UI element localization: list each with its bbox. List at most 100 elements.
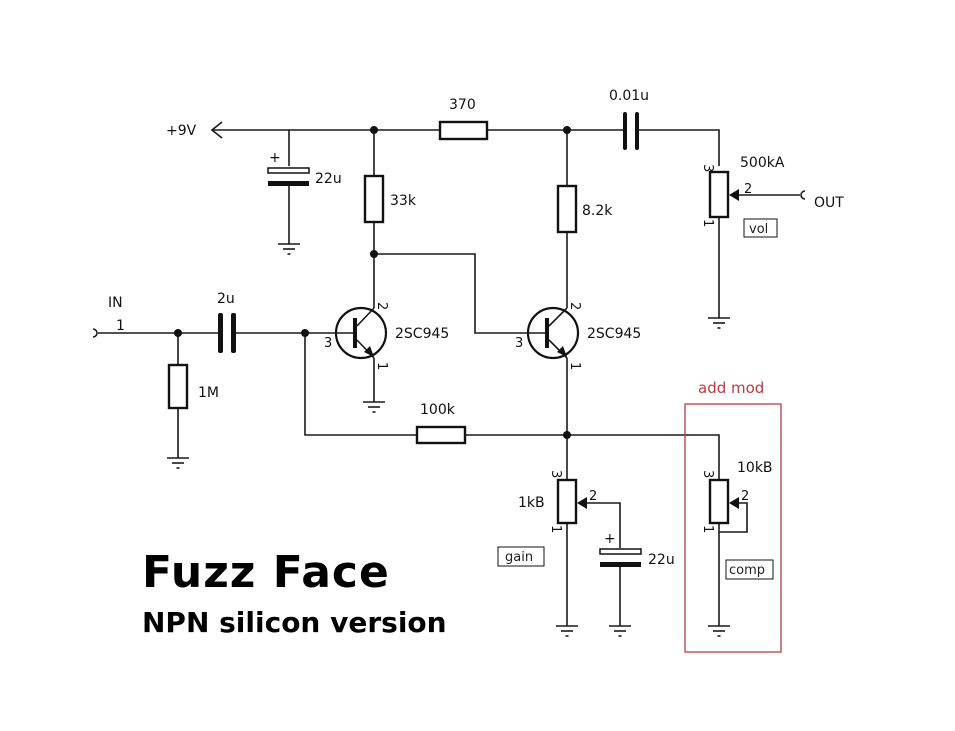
ground-icon [167, 457, 189, 469]
page-subtitle: NPN silicon version [142, 606, 447, 639]
junction-dot [301, 329, 309, 337]
pot-gain-tag [497, 546, 545, 567]
comp-pin-2: 2 [741, 489, 749, 504]
comp-pin-3: 3 [700, 470, 715, 478]
output-cap-to-vol-wire [637, 129, 720, 166]
junction-dot [563, 431, 571, 439]
pot-body [708, 170, 730, 219]
ground-icon [609, 625, 631, 637]
pot-gain-value: 1kB [518, 495, 545, 511]
pot-body [708, 478, 730, 525]
resistor-370-label: 370 [449, 97, 476, 113]
wires [98, 129, 800, 626]
grounds [167, 243, 730, 637]
mod-box-label: add mod [698, 379, 764, 397]
capacitor-supply-22u-label: 22u [315, 171, 342, 187]
pot-vol-tag [743, 218, 778, 238]
pot-gain-name: gain [505, 550, 533, 565]
capacitor-gain-plus: + [604, 531, 616, 547]
cap-plate-positive [267, 167, 310, 174]
collector-lead [356, 307, 375, 327]
supply-terminal: +9V [166, 121, 223, 139]
pot-comp-value: 10kB [737, 460, 773, 476]
ground-icon [363, 401, 385, 413]
resistor-1m [167, 363, 189, 410]
capacitor-0-01u-label: 0.01u [609, 88, 649, 104]
pot-gain [556, 478, 587, 525]
pot-body [556, 478, 578, 525]
ground-icon [708, 625, 730, 637]
capacitor-2u [218, 313, 236, 353]
q2-emitter-pin: 1 [567, 362, 582, 370]
capacitor-0-01u [623, 112, 639, 150]
gain-pin-3: 3 [548, 470, 563, 478]
emitter-arrow-icon [364, 346, 374, 357]
resistor-8-2k-label: 8.2k [582, 203, 613, 219]
input-label: IN [108, 295, 123, 311]
resistor-33k [363, 174, 385, 224]
comp-pin-1: 1 [700, 525, 715, 533]
base-bar [353, 318, 357, 348]
pot-vol-name: vol [749, 222, 768, 237]
resistor-100k-label: 100k [420, 402, 456, 418]
cap-plate [231, 313, 236, 353]
input-jack-icon [92, 328, 98, 338]
comp-wiper-wire [719, 502, 748, 533]
junctions [174, 126, 571, 439]
mod-wire [567, 434, 720, 480]
cap-plate-negative [268, 181, 309, 186]
ground-icon [708, 317, 730, 329]
vol-pin-3: 3 [700, 164, 715, 172]
resistor-100k [415, 425, 467, 445]
base-bar [545, 318, 549, 348]
ground-icon [278, 243, 300, 255]
q2-part-label: 2SC945 [587, 326, 641, 342]
cap-plate [623, 112, 627, 150]
capacitor-gain-22u [599, 548, 642, 567]
q2-collector-pin: 2 [567, 302, 582, 310]
pot-comp-name: comp [729, 563, 765, 578]
capacitor-supply-22u [267, 167, 310, 186]
input-pin: 1 [116, 318, 125, 334]
collector-lead [548, 307, 568, 327]
q1-to-q2-base-wire [374, 253, 526, 334]
gain-pin-2: 2 [589, 489, 597, 504]
q2-base-pin: 3 [515, 336, 523, 351]
cap-plate [635, 112, 639, 150]
ground-icon [556, 625, 578, 637]
pot-comp-tag [725, 559, 774, 580]
wiper-arrow-icon [577, 497, 587, 509]
resistor-33k-label: 33k [390, 193, 417, 209]
mod-box [684, 403, 782, 653]
vol-pin-1: 1 [700, 219, 715, 227]
vol-pin-2: 2 [744, 182, 752, 197]
wiper-arrow-icon [729, 189, 739, 201]
cap-plate-positive [599, 548, 642, 555]
output-jack-icon [800, 190, 806, 200]
junction-dot [174, 329, 182, 337]
supply-arrow-icon [210, 121, 223, 139]
capacitor-2u-label: 2u [217, 291, 235, 307]
output-label: OUT [814, 195, 844, 211]
junction-dot [370, 126, 378, 134]
transistor-q2 [526, 306, 580, 360]
emitter-arrow-icon [557, 346, 567, 357]
cap-plate-negative [600, 562, 641, 567]
q1-base-pin: 3 [324, 336, 332, 351]
transistor-q1 [334, 306, 388, 360]
resistor-1m-label: 1M [198, 385, 219, 401]
q1-emitter-pin: 1 [374, 362, 389, 370]
q1-collector-pin: 2 [374, 302, 389, 310]
pot-comp [708, 478, 739, 525]
feedback-wire [304, 333, 417, 436]
resistor-8-2k [556, 184, 578, 234]
pot-vol-value: 500kA [740, 155, 785, 171]
resistor-370 [438, 120, 489, 141]
capacitor-gain-22u-label: 22u [648, 552, 675, 568]
cap-plate [218, 313, 223, 353]
junction-dot [563, 126, 571, 134]
page-title: Fuzz Face [142, 547, 390, 598]
supply-label: +9V [166, 123, 197, 139]
pot-vol [708, 170, 739, 219]
